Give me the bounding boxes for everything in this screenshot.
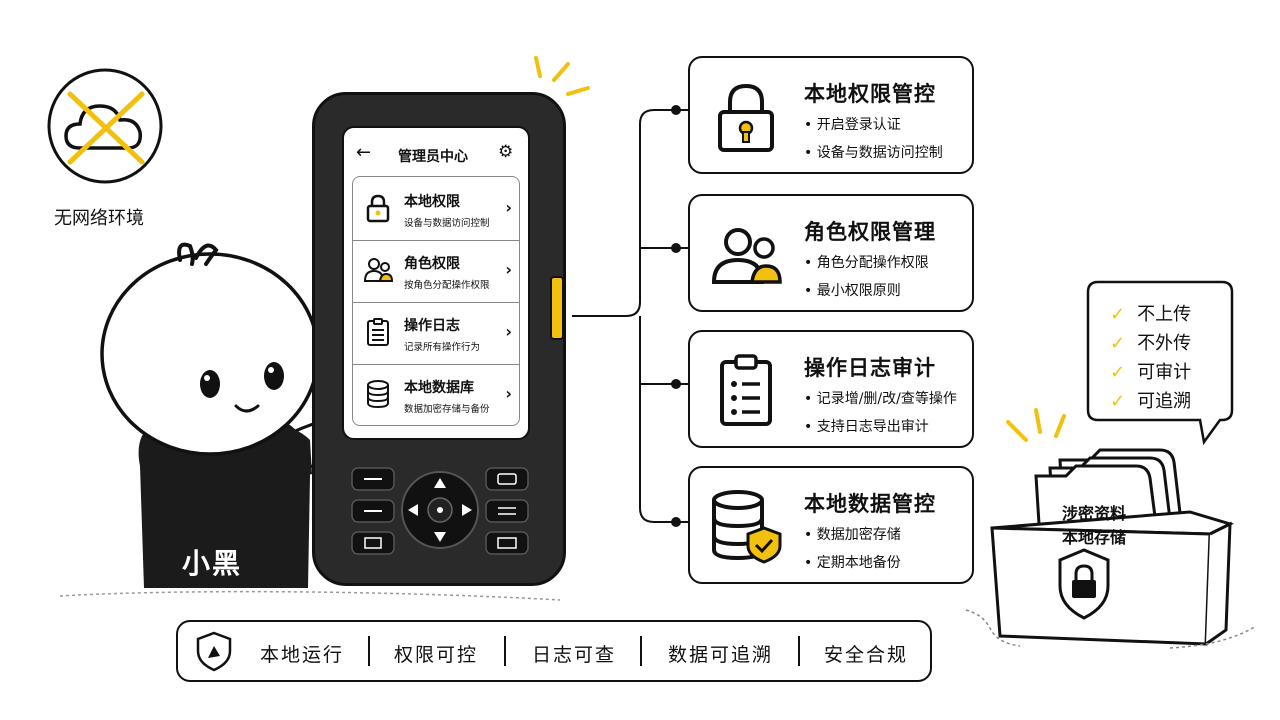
offline-badge <box>40 66 170 196</box>
bar-divider <box>504 636 506 666</box>
feature-bullet: • 数据加密存储 <box>804 527 901 543</box>
bottom-summary-bar <box>176 620 932 682</box>
phone-keypad[interactable] <box>348 462 532 562</box>
padlock-icon <box>718 83 774 152</box>
bar-divider <box>368 636 370 666</box>
users-icon <box>363 258 394 282</box>
clipboard-icon <box>367 318 389 346</box>
storage-label-line1: 涉密资料 <box>1062 504 1127 523</box>
feature-bullet: • 角色分配操作权限 <box>804 255 929 271</box>
checklist-item: ✓不上传 <box>1110 304 1192 325</box>
feature-title: 操作日志审计 <box>804 356 936 380</box>
menu-item-title: 操作日志 <box>404 318 460 334</box>
connector-dot <box>671 243 681 253</box>
shield-icon <box>196 631 232 672</box>
checklist-bubble <box>1086 280 1234 446</box>
check-icon: ✓ <box>1110 362 1126 383</box>
feature-card-operation-log: 操作日志审计 • 记录增/删/改/查等操作 • 支持日志导出审计 <box>688 330 974 448</box>
feature-title: 本地权限管控 <box>804 82 936 106</box>
database-icon <box>367 380 389 409</box>
menu-item-subtitle: 设备与数据访问控制 <box>404 218 490 229</box>
character-illustration <box>100 242 365 588</box>
menu-item-operation-log[interactable]: 操作日志 记录所有操作行为 › <box>352 302 520 365</box>
lock-icon <box>366 194 390 223</box>
chevron-right-icon: › <box>505 260 512 279</box>
no-cloud-icon <box>47 68 163 184</box>
checklist-item: ✓可审计 <box>1110 362 1192 383</box>
menu-item-subtitle: 按角色分配操作权限 <box>404 280 490 291</box>
check-icon: ✓ <box>1110 391 1126 412</box>
back-arrow-icon[interactable]: ← <box>356 142 372 163</box>
feature-title: 角色权限管理 <box>804 220 936 244</box>
feature-bullet: • 最小权限原则 <box>804 283 901 299</box>
menu-item-role-permission[interactable]: 角色权限 按角色分配操作权限 › <box>352 240 520 303</box>
storage-label-line2: 本地存储 <box>1062 528 1127 547</box>
menu-item-title: 角色权限 <box>404 256 460 272</box>
feature-card-local-permission: 本地权限管控 • 开启登录认证 • 设备与数据访问控制 <box>688 56 974 174</box>
bar-item-permission: 权限可控 <box>394 644 479 666</box>
chevron-right-icon: › <box>505 384 512 403</box>
screen-title: 管理员中心 <box>398 149 468 165</box>
checklist-clipboard-icon <box>720 354 772 426</box>
menu-list <box>352 176 520 426</box>
feature-card-local-data: 本地数据管控 • 数据加密存储 • 定期本地备份 <box>688 466 974 584</box>
bar-item-log: 日志可查 <box>532 644 617 666</box>
connector-dot <box>671 379 681 389</box>
menu-item-local-database[interactable]: 本地数据库 数据加密存储与备份 › <box>352 364 520 426</box>
feature-bullet: • 设备与数据访问控制 <box>804 145 943 161</box>
bar-item-local-run: 本地运行 <box>260 644 345 666</box>
menu-item-local-permission[interactable]: 本地权限 设备与数据访问控制 › <box>352 178 520 241</box>
users-group-icon <box>711 228 782 284</box>
phone-side-button[interactable] <box>550 276 564 340</box>
bar-divider <box>798 636 800 666</box>
menu-item-subtitle: 记录所有操作行为 <box>404 342 481 353</box>
database-shield-icon <box>712 490 782 564</box>
checklist-item: ✓可追溯 <box>1110 391 1192 412</box>
chevron-right-icon: › <box>505 198 512 217</box>
settings-gear-icon[interactable]: ⚙ <box>498 142 514 162</box>
check-icon: ✓ <box>1110 333 1126 354</box>
feature-bullet: • 定期本地备份 <box>804 555 901 571</box>
connector-dot <box>671 517 681 527</box>
bar-divider <box>640 636 642 666</box>
feature-bullet: • 记录增/删/改/查等操作 <box>804 391 957 407</box>
feature-bullet: • 开启登录认证 <box>804 117 901 133</box>
feature-card-role-permission: 角色权限管理 • 角色分配操作权限 • 最小权限原则 <box>688 194 974 312</box>
bar-item-traceable: 数据可追溯 <box>668 644 774 666</box>
menu-item-subtitle: 数据加密存储与备份 <box>404 404 490 415</box>
sparkle-icon <box>534 56 590 96</box>
menu-item-title: 本地权限 <box>404 194 460 210</box>
checklist-item: ✓不外传 <box>1110 333 1192 354</box>
chevron-right-icon: › <box>505 322 512 341</box>
bar-item-compliance: 安全合规 <box>824 644 909 666</box>
connector-dot <box>671 105 681 115</box>
character-name: 小黑 <box>182 547 243 580</box>
menu-item-title: 本地数据库 <box>404 380 474 396</box>
offline-label: 无网络环境 <box>54 208 144 229</box>
storage-box-illustration <box>965 408 1257 649</box>
feature-bullet: • 支持日志导出审计 <box>804 419 929 435</box>
feature-title: 本地数据管控 <box>804 492 936 516</box>
check-icon: ✓ <box>1110 304 1126 325</box>
